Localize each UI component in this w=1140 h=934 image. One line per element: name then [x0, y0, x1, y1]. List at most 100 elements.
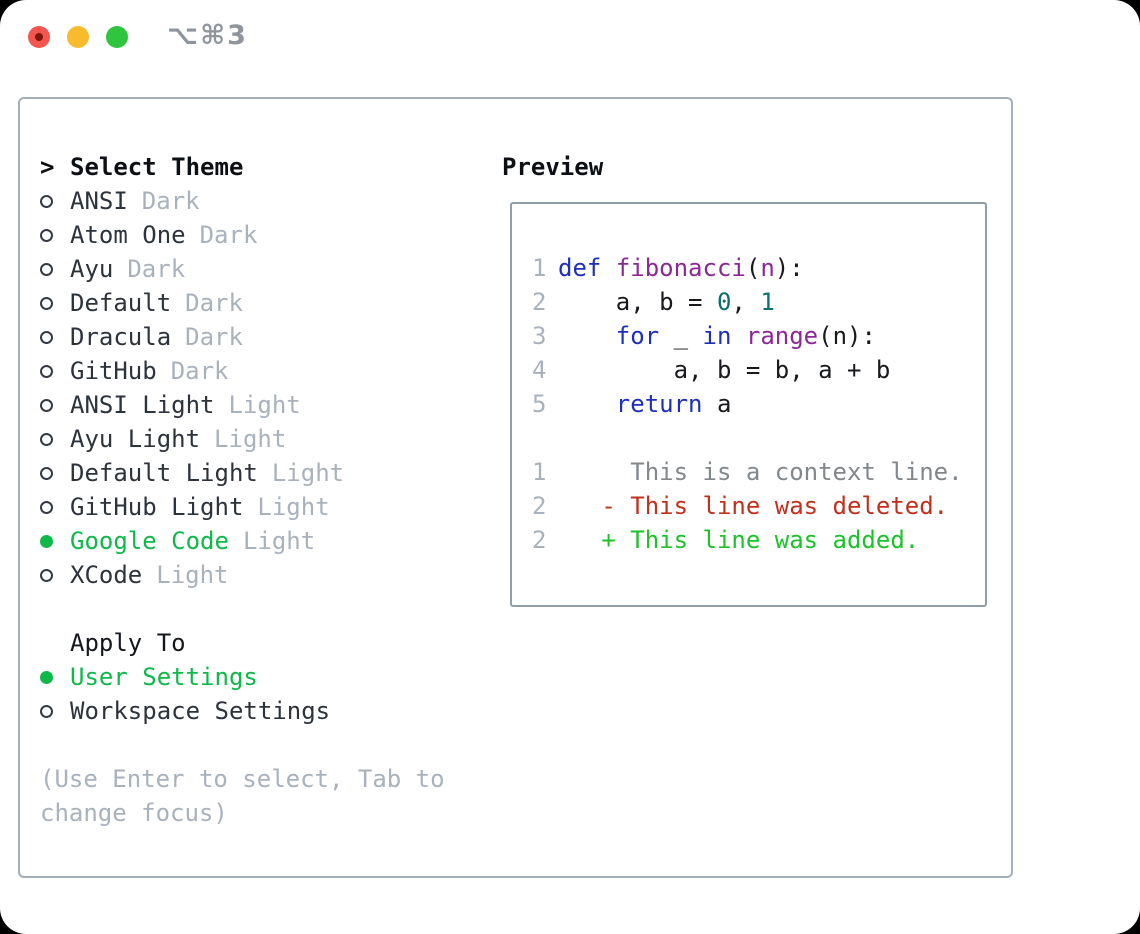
- code-segment: in: [702, 322, 732, 350]
- code-segment: for: [615, 322, 660, 350]
- preview-line: 2 a, b = 0, 1: [532, 285, 963, 319]
- theme-variant-label: Light: [214, 425, 287, 453]
- line-number: 3: [532, 322, 547, 350]
- radio-icon: [40, 262, 53, 276]
- radio-marker: [40, 500, 70, 514]
- radio-icon: [40, 364, 53, 378]
- theme-item-ansi[interactable]: ANSI Dark: [40, 184, 476, 218]
- code-segment: [558, 390, 616, 418]
- line-number: 1: [532, 254, 547, 282]
- preview-line: 5 return a: [532, 387, 963, 421]
- radio-icon: [40, 466, 53, 480]
- select-theme-heading: > Select Theme: [40, 150, 476, 184]
- radio-marker: [40, 432, 70, 446]
- radio-marker: [40, 364, 70, 378]
- line-number: [532, 421, 548, 455]
- theme-item-label: Google Code: [70, 527, 229, 555]
- radio-marker: [40, 398, 70, 412]
- theme-item-label: Atom One: [70, 221, 186, 249]
- radio-marker: [40, 296, 70, 310]
- hint-text: (Use Enter to select, Tab to change focu…: [40, 765, 445, 827]
- select-theme-heading-label: Select Theme: [70, 153, 244, 181]
- theme-item-label: ANSI: [70, 187, 128, 215]
- apply-to-heading-label: Apply To: [70, 629, 186, 657]
- theme-item-default-light[interactable]: Default Light Light: [40, 456, 476, 490]
- code-segment: - This line was deleted.: [558, 492, 949, 520]
- code-text: a, b = b, a + b: [558, 353, 891, 387]
- line-number: 2: [532, 288, 547, 316]
- preview-line: 1 This is a context line.: [532, 455, 963, 489]
- close-button[interactable]: [28, 26, 50, 48]
- radio-marker: [40, 568, 70, 582]
- theme-variant-label: Light: [257, 493, 330, 521]
- radio-marker: [40, 228, 70, 242]
- zoom-button[interactable]: [106, 26, 128, 48]
- code-segment: a, b =: [558, 288, 717, 316]
- theme-item-label: Default Light: [70, 459, 258, 487]
- theme-item-xcode[interactable]: XCode Light: [40, 558, 476, 592]
- code-segment: n: [760, 254, 775, 282]
- theme-item-label: GitHub: [70, 357, 157, 385]
- code-text: def fibonacci(n):: [558, 251, 804, 285]
- code-segment: (: [745, 254, 761, 282]
- line-number: 2: [532, 492, 547, 520]
- code-segment: fibonacci: [615, 254, 746, 282]
- theme-item-label: XCode: [70, 561, 143, 589]
- theme-variant-label: Light: [271, 459, 345, 487]
- code-segment: [731, 322, 745, 350]
- code-text: a, b = 0, 1: [558, 285, 775, 319]
- radio-icon: [40, 194, 53, 208]
- code-text: for _ in range(n):: [558, 319, 876, 353]
- theme-variant-label: Dark: [185, 323, 243, 351]
- theme-item-label: GitHub Light: [70, 493, 244, 521]
- theme-item-google-code[interactable]: Google Code Light: [40, 524, 476, 558]
- code-text: - This line was deleted.: [558, 489, 948, 523]
- preview-line: 1 def fibonacci(n):: [532, 251, 963, 285]
- theme-variant-label: Dark: [185, 289, 243, 317]
- minimize-button[interactable]: [67, 26, 89, 48]
- radio-icon: [40, 296, 53, 310]
- theme-item-dracula[interactable]: Dracula Dark: [40, 320, 476, 354]
- window-title: ⌥⌘3: [167, 20, 248, 51]
- code-text: return a: [558, 387, 732, 421]
- theme-item-label: Dracula: [70, 323, 172, 351]
- theme-item-github[interactable]: GitHub Dark: [40, 354, 476, 388]
- radio-marker: [40, 330, 70, 344]
- radio-icon: [40, 398, 53, 412]
- code-segment: 0: [716, 288, 732, 316]
- theme-variant-label: Dark: [170, 357, 229, 385]
- theme-variant-label: Light: [242, 527, 316, 555]
- close-button-dot-icon: [35, 33, 43, 41]
- line-number: 5: [532, 390, 547, 418]
- code-segment: ):: [774, 254, 804, 282]
- theme-item-github-light[interactable]: GitHub Light Light: [40, 490, 476, 524]
- code-segment: return: [615, 390, 703, 418]
- radio-marker: [40, 466, 70, 480]
- radio-icon: [40, 568, 53, 582]
- theme-variant-label: Light: [228, 391, 301, 419]
- line-number: 1: [532, 458, 547, 486]
- theme-variant-label: Dark: [141, 187, 200, 215]
- apply-option-workspace-settings[interactable]: Workspace Settings: [40, 694, 476, 728]
- apply-option-user-settings[interactable]: User Settings: [40, 660, 476, 694]
- radio-selected-icon: [40, 670, 53, 684]
- apply-to-heading: Apply To: [40, 626, 476, 660]
- theme-variant-label: Dark: [127, 255, 186, 283]
- radio-marker: [40, 194, 70, 208]
- radio-icon: [40, 500, 53, 514]
- code-segment: This is a context line.: [558, 458, 963, 486]
- theme-variant-label: Light: [156, 561, 229, 589]
- preview-line: 4 a, b = b, a + b: [532, 353, 963, 387]
- radio-marker: [40, 534, 70, 548]
